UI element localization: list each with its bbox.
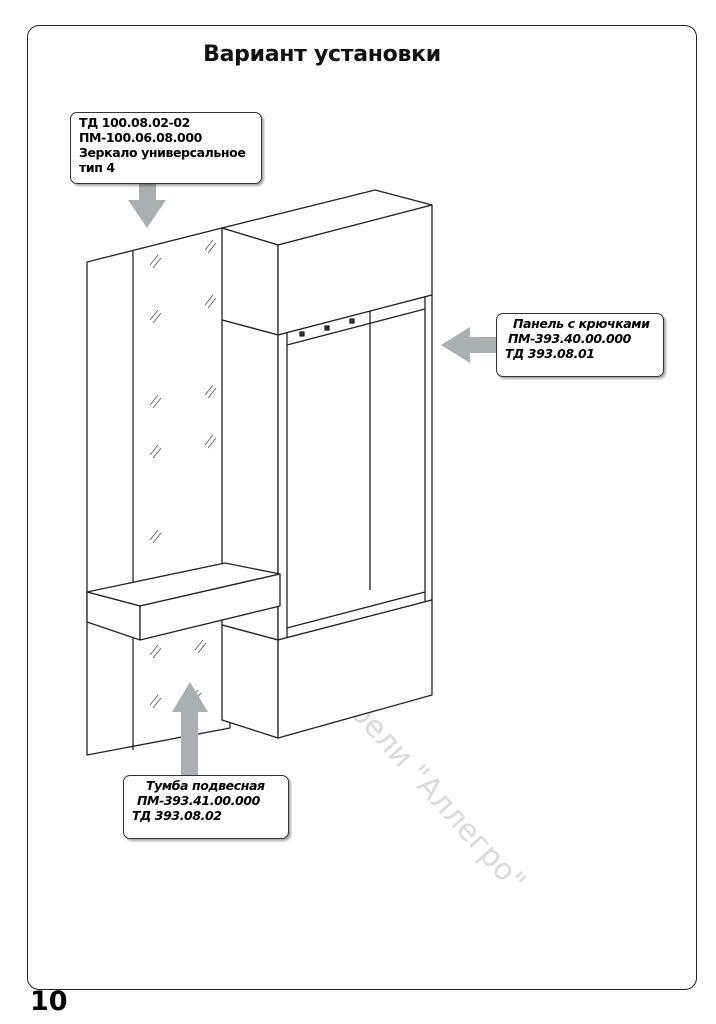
callout-line: ПМ-393.40.00.000 [508,331,631,346]
callout-hook-panel: Панель с крючками ПМ-393.40.00.000 ТД 39… [496,313,664,377]
page-title-text: Вариант установки [203,42,441,67]
bottom-box-side [221,624,279,739]
callout-line: ПМ-100.06.08.000 [79,130,202,145]
callout-mirror: ТД 100.08.02-02 ПМ-100.06.08.000 Зеркало… [70,112,262,184]
page-frame [27,25,697,990]
page-number: 10 [30,986,68,1017]
callout-line: тип 4 [79,160,115,175]
page-title: Вариант установки [0,42,716,67]
callout-hanging-cabinet: Тумба подвесная ПМ-393.41.00.000 ТД 393.… [123,775,289,839]
callout-line: ТД 393.08.02 [132,808,222,823]
hooks [299,318,355,337]
callout-line: Тумба подвесная [146,778,265,793]
top-box-side [221,227,279,336]
hanging-cabinet-front [139,573,281,641]
arrows [128,170,500,775]
callout-line: ПМ-393.41.00.000 [137,793,260,808]
arrow-left-icon [441,327,500,363]
arrow-up-icon [172,682,208,775]
callout-line: ТД 393.08.01 [505,346,595,361]
arrow-down-icon [128,170,166,228]
bottom-box-front [277,599,433,739]
callout-line: Панель с крючками [513,316,650,331]
mirror-glare-marks [149,239,217,709]
middle-back [277,294,433,641]
callout-line: Зеркало универсальное [79,145,246,160]
callout-line: ТД 100.08.02-02 [79,115,190,130]
